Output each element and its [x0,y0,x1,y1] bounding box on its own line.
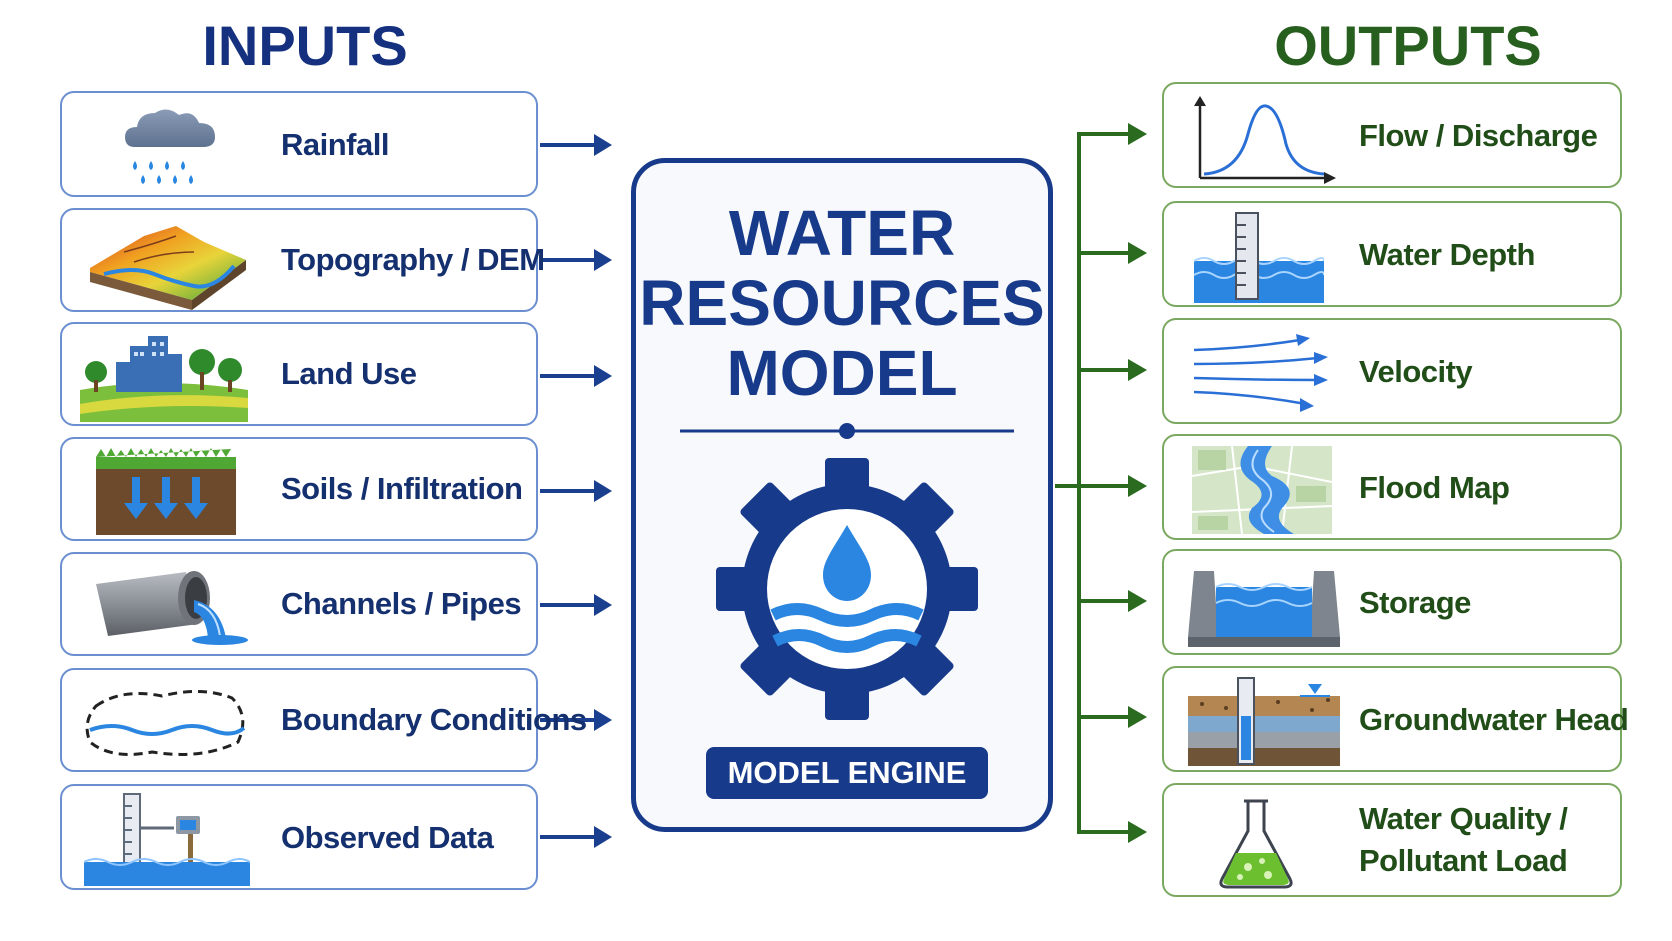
model-divider [680,423,1014,439]
output-arrow [1077,590,1147,612]
flood-map-icon [1192,446,1332,534]
depth-gauge-icon [1194,212,1324,303]
input-card-channels: Channels / Pipes [60,552,538,656]
reservoir-icon [1188,571,1340,647]
terrain-icon [90,226,246,310]
input-arrows [540,134,612,848]
input-label-land-use: Land Use [281,356,417,391]
input-arrow [540,709,612,731]
model-title-line-2: RESOURCES [639,267,1045,339]
output-arrow [1077,359,1147,381]
input-arrow [540,249,612,271]
flow-arrows-icon [1193,334,1328,412]
input-card-rainfall: Rainfall [60,91,538,197]
rain-cloud-icon [125,109,215,184]
input-arrow [540,134,612,156]
gear-water-drop-icon [716,458,978,720]
output-arrow [1077,706,1147,728]
model-box: WATER RESOURCES MODEL MODEL ENGINE [631,158,1053,832]
input-label-observed: Observed Data [281,820,494,855]
inputs-heading: INPUTS [202,14,408,77]
output-arrow [1077,242,1147,264]
input-arrow [540,594,612,616]
output-card-depth: Water Depth [1162,201,1622,307]
land-use-icon [80,336,248,422]
input-arrow [540,480,612,502]
output-card-flood-map: Flood Map [1162,434,1622,540]
output-label-depth: Water Depth [1359,237,1535,272]
output-arrows [1055,123,1147,843]
output-label-groundwater: Groundwater Head [1359,702,1629,737]
output-card-storage: Storage [1162,549,1622,655]
flask-icon [1219,799,1293,889]
output-card-flow: Flow / Discharge [1162,82,1622,188]
soil-infiltration-icon [96,448,236,535]
input-card-boundary: Boundary Conditions [60,668,587,772]
output-label-flow: Flow / Discharge [1359,118,1598,153]
hydrograph-icon [1194,96,1336,184]
output-arrow [1077,123,1147,145]
input-label-channels: Channels / Pipes [281,586,522,621]
output-label-water-quality-line-1: Water Quality / [1359,801,1568,836]
model-title-line-3: MODEL [726,337,958,409]
model-title-line-1: WATER [728,197,956,269]
outputs-heading: OUTPUTS [1274,14,1542,77]
input-label-topography: Topography / DEM [281,242,545,277]
boundary-icon [85,689,246,756]
pipe-outflow-icon [96,571,248,645]
output-label-flood-map: Flood Map [1359,470,1510,505]
input-card-land-use: Land Use [60,322,538,426]
piezometer-icon [1188,677,1340,766]
output-card-water-quality: Water Quality / Pollutant Load [1162,783,1622,897]
input-arrow [540,826,612,848]
input-label-boundary: Boundary Conditions [281,702,587,737]
input-card-observed: Observed Data [60,784,538,890]
input-label-soils: Soils / Infiltration [281,471,523,506]
output-card-velocity: Velocity [1162,318,1622,424]
output-card-groundwater: Groundwater Head [1162,666,1629,772]
input-card-soils: Soils / Infiltration [60,437,538,541]
output-label-water-quality-line-2: Pollutant Load [1359,843,1568,878]
output-label-velocity: Velocity [1359,354,1473,389]
gauge-station-icon [84,793,250,886]
output-label-storage: Storage [1359,585,1471,620]
input-card-topography: Topography / DEM [60,208,545,312]
output-arrow [1077,475,1147,497]
output-arrow [1077,821,1147,843]
input-arrow [540,365,612,387]
input-label-rainfall: Rainfall [281,127,389,162]
model-engine-badge: MODEL ENGINE [706,747,988,799]
